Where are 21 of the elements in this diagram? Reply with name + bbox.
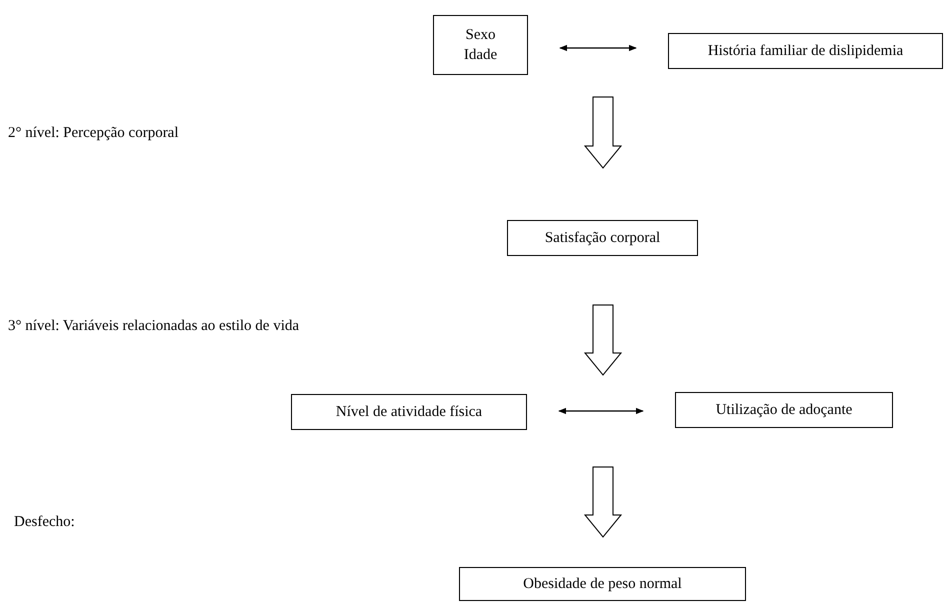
variable-box: [507, 220, 698, 256]
variable-label: Satisfação corporal: [544, 228, 660, 248]
level-label: Desfecho:: [14, 513, 75, 532]
variable-box: [433, 15, 528, 75]
variable-label: Nível de atividade física: [336, 402, 482, 422]
double-arrow: [559, 44, 637, 52]
variable-box: [668, 33, 943, 69]
block-arrow: [584, 304, 622, 376]
level-label: 3° nível: Variáveis relacionadas ao estilo de vida: [8, 317, 300, 336]
block-arrow: [584, 96, 622, 169]
variable-label: Utilização de adoçante: [716, 400, 852, 420]
variable-box: [675, 392, 893, 428]
variable-label: Idade: [464, 46, 498, 65]
double-arrow: [558, 408, 644, 414]
variable-box: [459, 567, 746, 601]
variable-label: Sexo: [466, 26, 496, 45]
level-label: 2° nível: Percepção corporal: [8, 124, 179, 143]
variable-label: Obesidade de peso normal: [523, 574, 682, 594]
block-arrow: [584, 466, 622, 538]
variable-box: [291, 394, 527, 430]
variable-label: História familiar de dislipidemia: [708, 42, 904, 61]
